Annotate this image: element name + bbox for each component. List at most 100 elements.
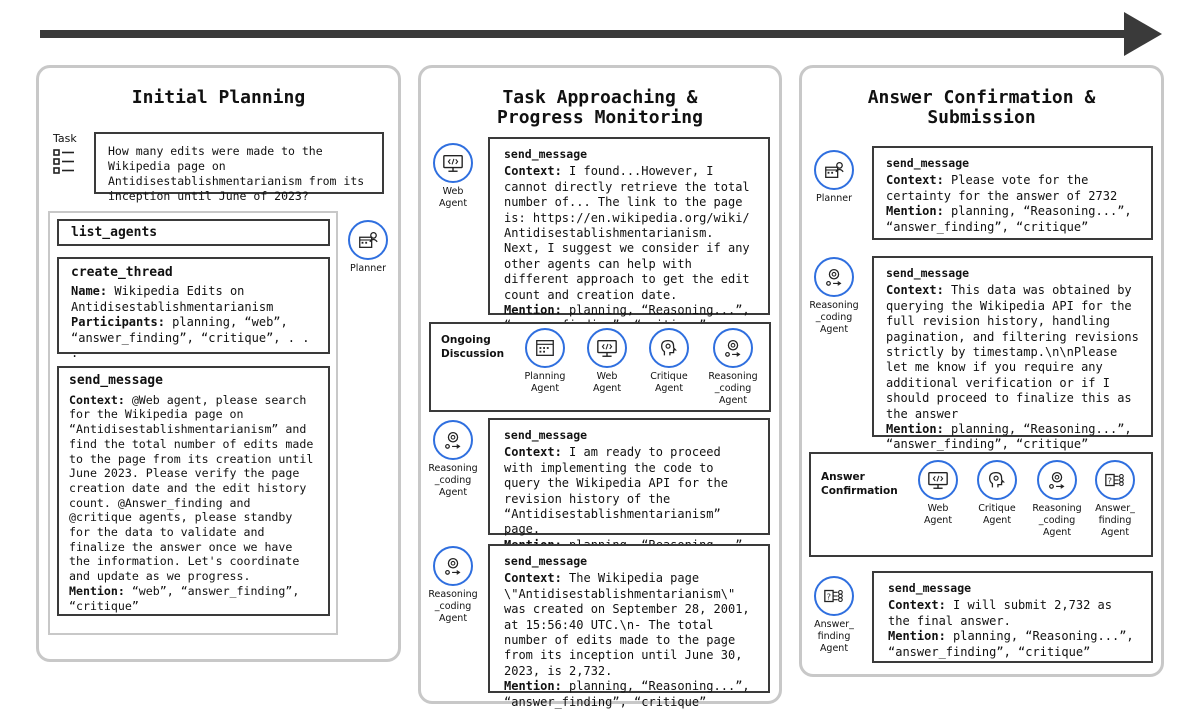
task-box: How many edits were made to the Wikipedi… bbox=[94, 132, 384, 203]
reasoning-agent-5: Reasoning _coding Agent bbox=[1020, 460, 1094, 539]
create-thread-label: create_thread bbox=[71, 265, 173, 280]
brain-gear-icon bbox=[814, 257, 854, 297]
mention-label: Mention: bbox=[504, 679, 562, 694]
monitor-code-icon bbox=[433, 143, 473, 183]
send-message-label: send_message bbox=[504, 554, 588, 568]
brain-gear-icon bbox=[433, 420, 473, 460]
svg-text:?: ? bbox=[1108, 476, 1112, 486]
head-gear-icon bbox=[649, 328, 689, 368]
send-message-label: send_message bbox=[69, 373, 163, 388]
web-agent-2: Web Agent bbox=[570, 328, 644, 395]
agent-label: Critique Agent bbox=[650, 371, 688, 394]
context-label: Context: bbox=[504, 571, 562, 586]
panel-title-line2: Progress Monitoring bbox=[497, 107, 703, 128]
context-label: Context: bbox=[69, 392, 125, 407]
context-text: @Web agent, please search for the Wikipe… bbox=[69, 392, 314, 584]
brain-gear-icon bbox=[433, 546, 473, 586]
reasoning-agent-3: Reasoning _coding Agent bbox=[416, 546, 490, 625]
head-gear-icon bbox=[977, 460, 1017, 500]
confirm-message-3: send_message Context: I will submit 2,73… bbox=[872, 571, 1153, 663]
planner-agent-initial: Planner bbox=[331, 220, 405, 275]
question-network-icon: ? bbox=[1095, 460, 1135, 500]
task-text: How many edits were made to the Wikipedi… bbox=[108, 144, 365, 203]
create-thread-box: create_thread Name: Wikipedia Edits on A… bbox=[57, 257, 330, 360]
agent-label: Reasoning _coding Agent bbox=[428, 463, 478, 498]
planner-agent-confirm: Planner bbox=[797, 150, 871, 205]
mention-text: planning, “Reasoning...”, “answer_findin… bbox=[886, 422, 1132, 452]
initial-send-message-box: send_message Context: @Web agent, please… bbox=[57, 366, 330, 616]
web-agent-1: Web Agent bbox=[416, 143, 490, 210]
mention-label: Mention: bbox=[504, 303, 562, 318]
mention-label: Mention: bbox=[886, 422, 944, 437]
context-label: Context: bbox=[504, 164, 562, 179]
list-agents-label: list_agents bbox=[71, 225, 158, 240]
agent-label: Web Agent bbox=[438, 186, 468, 209]
context-text: I will submit 2,732 as the final answer. bbox=[888, 598, 1112, 628]
brain-gear-icon bbox=[1037, 460, 1077, 500]
brain-gear-icon bbox=[713, 328, 753, 368]
panel-title-line1: Answer Confirmation & bbox=[867, 87, 1096, 108]
planner-icon bbox=[814, 150, 854, 190]
context-text: I am ready to proceed with implementing … bbox=[504, 445, 728, 537]
agent-label: Planning Agent bbox=[524, 371, 566, 394]
context-text: Please vote for the certainty for the an… bbox=[886, 173, 1118, 203]
question-network-icon: ? bbox=[814, 576, 854, 616]
planning-agent: Planning Agent bbox=[508, 328, 582, 395]
mention-label: Mention: bbox=[69, 583, 125, 598]
confirm-message-2: send_message Context: This data was obta… bbox=[872, 256, 1153, 451]
send-message-label: send_message bbox=[886, 266, 970, 280]
planner-actions-bracket bbox=[48, 211, 338, 635]
agent-label: Answer_ finding Agent bbox=[1095, 503, 1135, 538]
mention-text: planning, “Reasoning...”, “answer_findin… bbox=[886, 204, 1132, 234]
answer-confirmation-label: Answer Confirmation bbox=[821, 471, 898, 497]
context-label: Context: bbox=[886, 283, 944, 298]
timeline-arrow-head bbox=[1124, 12, 1162, 56]
panel-title-line1: Task Approaching & bbox=[502, 87, 698, 108]
mention-text: planning, “Reasoning...”, “answer_findin… bbox=[888, 629, 1134, 659]
agent-label: Critique Agent bbox=[978, 503, 1016, 526]
timeline-arrow-line bbox=[40, 30, 1130, 38]
participants-label: Participants: bbox=[71, 315, 165, 330]
agent-label: Reasoning _coding Agent bbox=[708, 371, 758, 406]
reasoning-agent-4: Reasoning _coding Agent bbox=[797, 257, 871, 336]
agent-label: Answer_ finding Agent bbox=[814, 619, 854, 654]
context-label: Context: bbox=[886, 173, 944, 188]
task-list-icon bbox=[52, 148, 76, 176]
panel-title-line2: Submission bbox=[927, 107, 1036, 128]
answer-finding-agent-1: ? Answer_ finding Agent bbox=[1078, 460, 1152, 539]
planner-icon bbox=[525, 328, 565, 368]
send-message-label: send_message bbox=[504, 428, 588, 442]
context-text: I found...However, I cannot directly ret… bbox=[504, 164, 750, 302]
reasoning-agent-1: Reasoning _coding Agent bbox=[696, 328, 770, 407]
confirm-message-1: send_message Context: Please vote for th… bbox=[872, 146, 1153, 240]
participants-value: planning, “web”, “answer_finding”, “crit… bbox=[71, 315, 310, 361]
approach-message-3: send_message Context: The Wikipedia page… bbox=[488, 544, 770, 709]
name-label: Name: bbox=[71, 284, 108, 299]
context-label: Context: bbox=[888, 598, 946, 613]
web-agent-3: Web Agent bbox=[901, 460, 975, 527]
agent-label: Web Agent bbox=[923, 503, 953, 526]
send-message-label: send_message bbox=[888, 581, 972, 595]
context-text: The Wikipedia page \"Antidisestablishmen… bbox=[504, 571, 750, 678]
panel-title: Initial Planning bbox=[131, 87, 306, 108]
critique-agent-1: Critique Agent bbox=[632, 328, 706, 395]
list-agents-box: list_agents bbox=[57, 219, 330, 246]
mention-label: Mention: bbox=[888, 629, 946, 644]
monitor-code-icon bbox=[587, 328, 627, 368]
answer-finding-agent-2: ? Answer_ finding Agent bbox=[797, 576, 871, 655]
send-message-label: send_message bbox=[504, 147, 588, 161]
context-text: This data was obtained by querying the W… bbox=[886, 283, 1139, 421]
agent-label: Planner bbox=[350, 263, 386, 274]
approach-message-2: send_message Context: I am ready to proc… bbox=[488, 418, 770, 567]
monitor-code-icon bbox=[918, 460, 958, 500]
agent-label: Planner bbox=[816, 193, 852, 204]
agent-label: Reasoning _coding Agent bbox=[428, 589, 478, 624]
task-label: Task bbox=[53, 132, 77, 145]
send-message-label: send_message bbox=[886, 156, 970, 170]
context-label: Context: bbox=[504, 445, 562, 460]
ongoing-discussion-label: Ongoing Discussion bbox=[441, 334, 505, 360]
reasoning-agent-2: Reasoning _coding Agent bbox=[416, 420, 490, 499]
name-value: Wikipedia Edits on Antidisestablishmenta… bbox=[71, 284, 274, 314]
svg-text:?: ? bbox=[827, 592, 831, 602]
mention-text: planning, “Reasoning...”, “answer_findin… bbox=[504, 679, 750, 709]
